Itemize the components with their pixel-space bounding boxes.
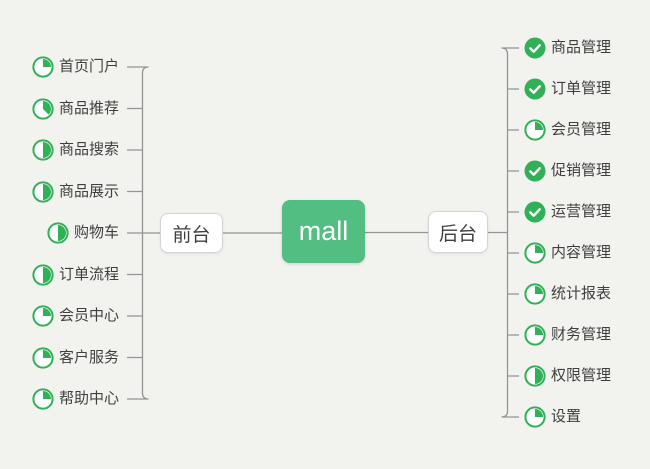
- item-label: 会员中心: [58, 307, 119, 324]
- check-icon: [524, 37, 546, 59]
- mindmap-item[interactable]: 促销管理: [524, 157, 611, 185]
- branch-node-label: 前台: [172, 224, 211, 246]
- mindmap-item[interactable]: 首页门户: [32, 53, 119, 81]
- item-label: 商品展示: [58, 182, 119, 200]
- item-label: 设置: [551, 408, 582, 425]
- branch-node-frontend[interactable]: 前台: [160, 213, 223, 253]
- mindmap-item[interactable]: 订单管理: [524, 75, 611, 103]
- root-node-label: mall: [298, 216, 349, 246]
- mindmap-item[interactable]: 订单流程: [32, 261, 119, 289]
- pie-progress-icon: [32, 305, 54, 327]
- item-label: 购物车: [73, 224, 119, 241]
- item-label: 促销管理: [551, 162, 612, 179]
- item-label: 商品搜索: [58, 141, 119, 158]
- item-label: 首页门户: [58, 58, 119, 75]
- pie-progress-icon: [524, 242, 546, 264]
- check-icon: [524, 160, 546, 182]
- pie-progress-icon: [32, 346, 54, 369]
- pie-progress-icon: [32, 139, 54, 161]
- pie-progress-icon: [32, 388, 54, 410]
- mindmap-item[interactable]: 商品搜索: [32, 136, 119, 164]
- root-node-mall[interactable]: mall: [282, 200, 365, 263]
- mindmap-item[interactable]: 财务管理: [524, 321, 611, 349]
- item-label: 内容管理: [551, 244, 612, 261]
- mindmap-item[interactable]: 设置: [524, 403, 581, 431]
- item-label: 商品管理: [551, 39, 612, 56]
- pie-progress-icon: [32, 263, 54, 286]
- mindmap-item[interactable]: 内容管理: [524, 239, 611, 267]
- mindmap-item[interactable]: 购物车: [47, 219, 119, 247]
- mindmap-item[interactable]: 会员管理: [524, 116, 611, 144]
- check-icon: [524, 78, 546, 100]
- pie-progress-icon: [524, 365, 546, 387]
- item-label: 客户服务: [58, 348, 119, 366]
- item-label: 订单流程: [58, 265, 119, 283]
- item-label: 财务管理: [551, 326, 612, 343]
- mindmap-item[interactable]: 商品推荐: [32, 95, 119, 123]
- mindmap-item[interactable]: 运营管理: [524, 198, 611, 226]
- pie-progress-icon: [524, 119, 546, 141]
- check-icon: [524, 201, 546, 223]
- branch-node-backend[interactable]: 后台: [428, 211, 488, 253]
- pie-progress-icon: [524, 324, 546, 346]
- item-label: 帮助中心: [58, 390, 119, 407]
- item-label: 权限管理: [551, 367, 612, 384]
- pie-progress-icon: [524, 283, 546, 305]
- item-label: 商品推荐: [58, 99, 119, 117]
- mindmap-item[interactable]: 会员中心: [32, 302, 119, 330]
- item-label: 订单管理: [551, 80, 612, 97]
- mindmap-item[interactable]: 权限管理: [524, 362, 611, 390]
- branch-node-label: 后台: [438, 223, 477, 245]
- item-label: 统计报表: [551, 285, 612, 302]
- item-label: 运营管理: [551, 203, 612, 220]
- pie-progress-icon: [47, 222, 69, 244]
- pie-progress-icon: [524, 406, 546, 428]
- mindmap-item[interactable]: 客户服务: [32, 344, 119, 372]
- item-label: 会员管理: [551, 121, 612, 138]
- pie-progress-icon: [32, 180, 54, 203]
- mindmap-item[interactable]: 帮助中心: [32, 385, 119, 413]
- mindmap-item[interactable]: 商品管理: [524, 34, 611, 62]
- mindmap-item[interactable]: 商品展示: [32, 178, 119, 206]
- pie-progress-icon: [32, 56, 54, 78]
- pie-progress-icon: [32, 97, 54, 120]
- mindmap-item[interactable]: 统计报表: [524, 280, 611, 308]
